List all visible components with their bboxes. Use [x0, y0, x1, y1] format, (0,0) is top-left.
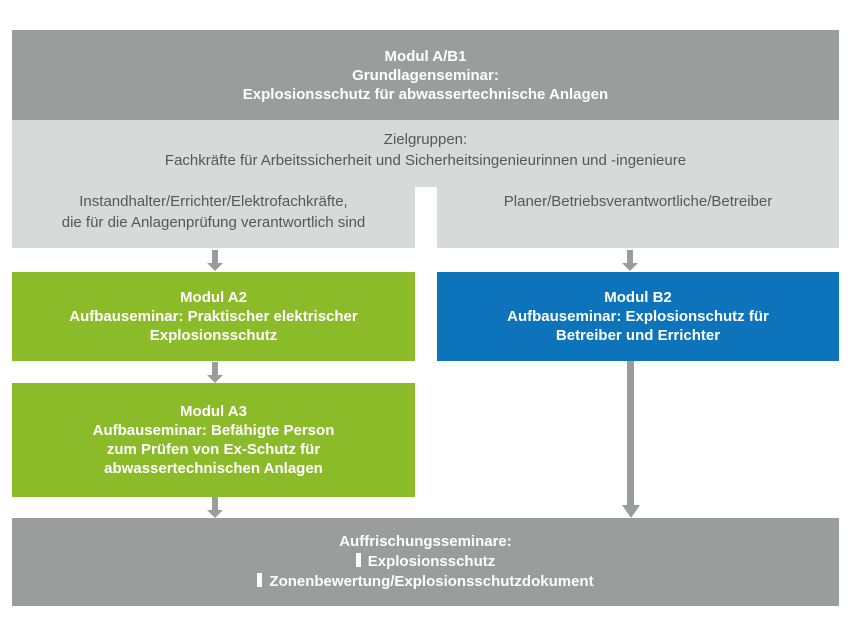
module-a3-title: Modul A3 — [180, 403, 247, 420]
refresher-item-1-label: Explosionsschutz — [367, 553, 496, 570]
module-b2-title: Modul B2 — [604, 289, 672, 306]
target-groups-title: Zielgruppen: — [383, 131, 468, 148]
down-arrow-icon — [207, 497, 223, 518]
module-ab1-box: Modul A/B1 Grundlagenseminar: Explosions… — [12, 30, 839, 120]
module-b2-box: Modul B2 Aufbauseminar: Explosionschutz … — [437, 272, 839, 361]
module-ab1-subtitle: Grundlagenseminar: — [352, 66, 499, 84]
bullet-bar-icon — [257, 573, 263, 587]
module-a3-box: Modul A3 Aufbauseminar: Befähigte Person… — [12, 383, 415, 497]
arrow-head — [207, 375, 223, 383]
arrow-stem — [212, 362, 218, 375]
module-a2-line2: Explosionsschutz — [149, 327, 278, 344]
audience-left-line1: Instandhalter/Errichter/Elektrofachkräft… — [79, 193, 348, 210]
module-a2-title: Modul A2 — [180, 289, 247, 306]
module-a3-line3: abwassertechnischen Anlagen — [104, 460, 323, 477]
audience-right-box: Planer/Betriebsverantwortliche/Betreiber — [437, 187, 839, 248]
module-a3-line2: zum Prüfen von Ex-Schutz für — [106, 441, 321, 458]
arrow-head — [207, 510, 223, 518]
arrow-stem — [212, 497, 218, 510]
target-groups-band: Zielgruppen: Fachkräfte für Arbeitssiche… — [12, 120, 839, 187]
target-groups-subtitle: Fachkräfte für Arbeitssicherheit und Sic… — [164, 152, 687, 169]
bullet-bar-icon — [355, 553, 361, 567]
module-a3-line1: Aufbauseminar: Befähigte Person — [92, 422, 335, 439]
refresher-item-2-label: Zonenbewertung/Explosionsschutzdokument — [269, 573, 594, 590]
module-ab1-description: Explosionsschutz für abwassertechnische … — [242, 85, 609, 103]
down-arrow-icon — [207, 250, 223, 271]
module-b2-line1: Aufbauseminar: Explosionschutz für — [507, 308, 769, 325]
arrow-head — [622, 263, 638, 271]
refresher-item-1: Explosionsschutz — [355, 552, 496, 572]
arrow-stem — [627, 361, 634, 505]
refresher-seminars-box: Auffrischungsseminare: Explosionsschutz … — [12, 518, 839, 606]
module-ab1-title: Modul A/B1 — [384, 47, 467, 65]
module-a2-line1: Aufbauseminar: Praktischer elektrischer — [69, 308, 358, 325]
audience-left-line2: die für die Anlagenprüfung verantwortlic… — [61, 214, 366, 231]
module-b2-line2: Betreiber und Errichter — [555, 327, 721, 344]
down-arrow-long-icon — [622, 361, 640, 518]
down-arrow-icon — [622, 250, 638, 271]
arrow-head — [622, 505, 640, 518]
refresher-item-2: Zonenbewertung/Explosionsschutzdokument — [257, 572, 594, 592]
arrow-stem — [212, 250, 218, 263]
arrow-stem — [627, 250, 633, 263]
down-arrow-icon — [207, 362, 223, 383]
audience-left-box: Instandhalter/Errichter/Elektrofachkräft… — [12, 187, 415, 248]
module-a2-box: Modul A2 Aufbauseminar: Praktischer elek… — [12, 272, 415, 361]
audience-right-line1: Planer/Betriebsverantwortliche/Betreiber — [503, 193, 773, 210]
arrow-head — [207, 263, 223, 271]
refresher-title: Auffrischungsseminare: — [339, 533, 512, 550]
